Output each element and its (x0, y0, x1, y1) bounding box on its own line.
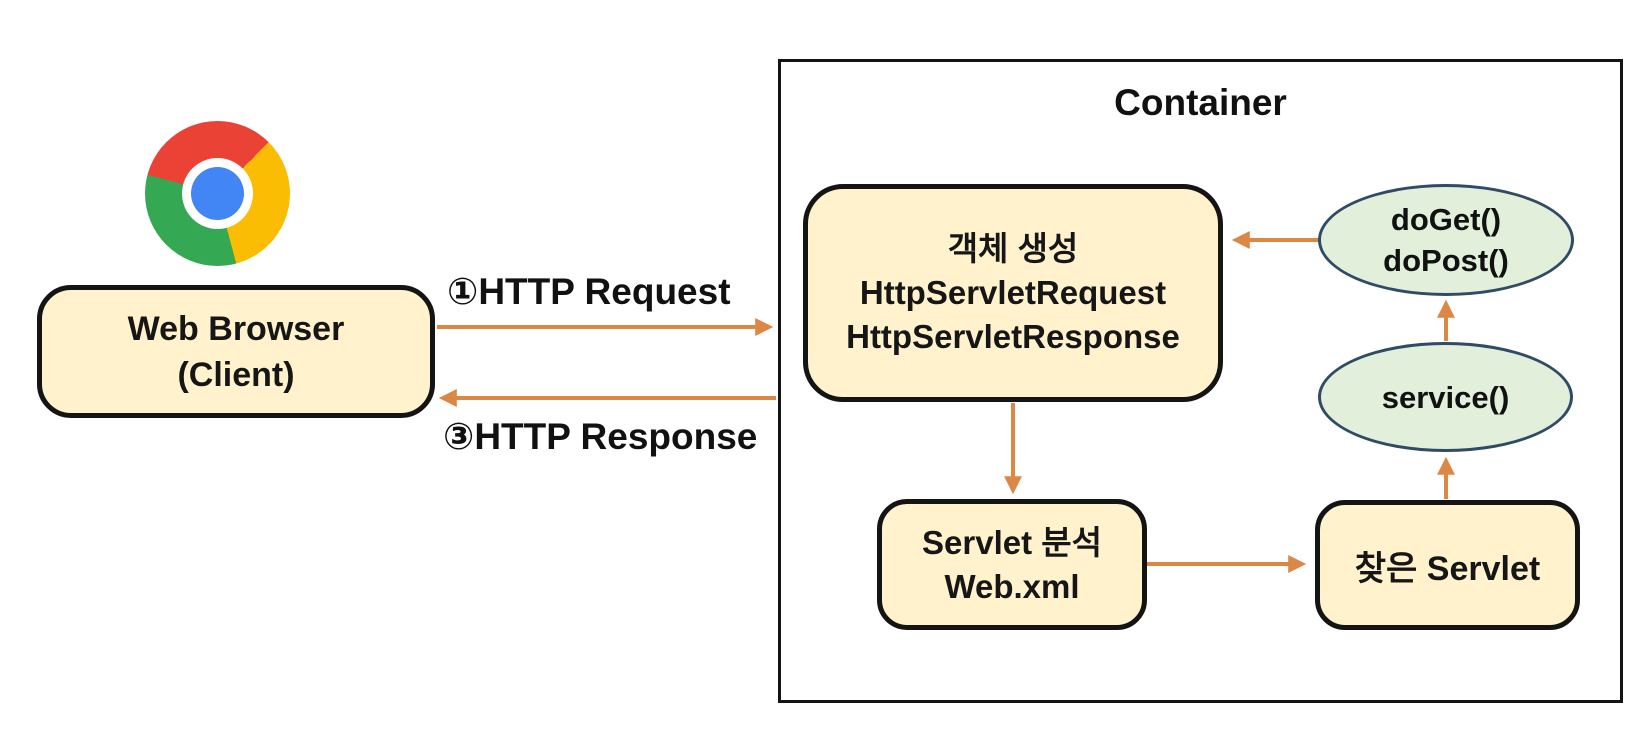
http-request-label: ①HTTP Request (447, 271, 731, 312)
found-servlet-label: 찾은 Servlet (1354, 549, 1541, 588)
chrome-blue-core-icon (190, 166, 245, 221)
object-creation-label: 객체 생성 (947, 230, 1079, 267)
servlet-analysis-label: Servlet 분석 (922, 523, 1102, 561)
client-label: (Client) (177, 355, 295, 394)
http-response-label: ③HTTP Response (443, 416, 758, 457)
web-browser-client-node: Web Browser (Client) (37, 285, 435, 418)
http-servlet-response-label: HttpServletResponse (846, 318, 1180, 355)
doget-label: doGet() (1390, 202, 1502, 237)
chrome-white-ring-icon (181, 157, 254, 230)
web-browser-label: Web Browser (127, 309, 345, 348)
container-boundary: Container (778, 59, 1623, 703)
web-xml-label: Web.xml (944, 567, 1080, 605)
found-servlet-node: 찾은 Servlet (1315, 500, 1580, 630)
service-ellipse: service() (1318, 342, 1573, 452)
dopost-label: doPost() (1383, 243, 1509, 278)
doget-dopost-ellipse: doGet() doPost() (1318, 184, 1574, 296)
service-label: service() (1381, 379, 1510, 415)
object-creation-node: 객체 생성 HttpServletRequest HttpServletResp… (803, 184, 1223, 402)
servlet-analysis-node: Servlet 분석 Web.xml (877, 499, 1147, 630)
http-servlet-request-label: HttpServletRequest (859, 274, 1167, 311)
chrome-browser-icon (145, 121, 290, 266)
container-title: Container (1114, 82, 1287, 123)
